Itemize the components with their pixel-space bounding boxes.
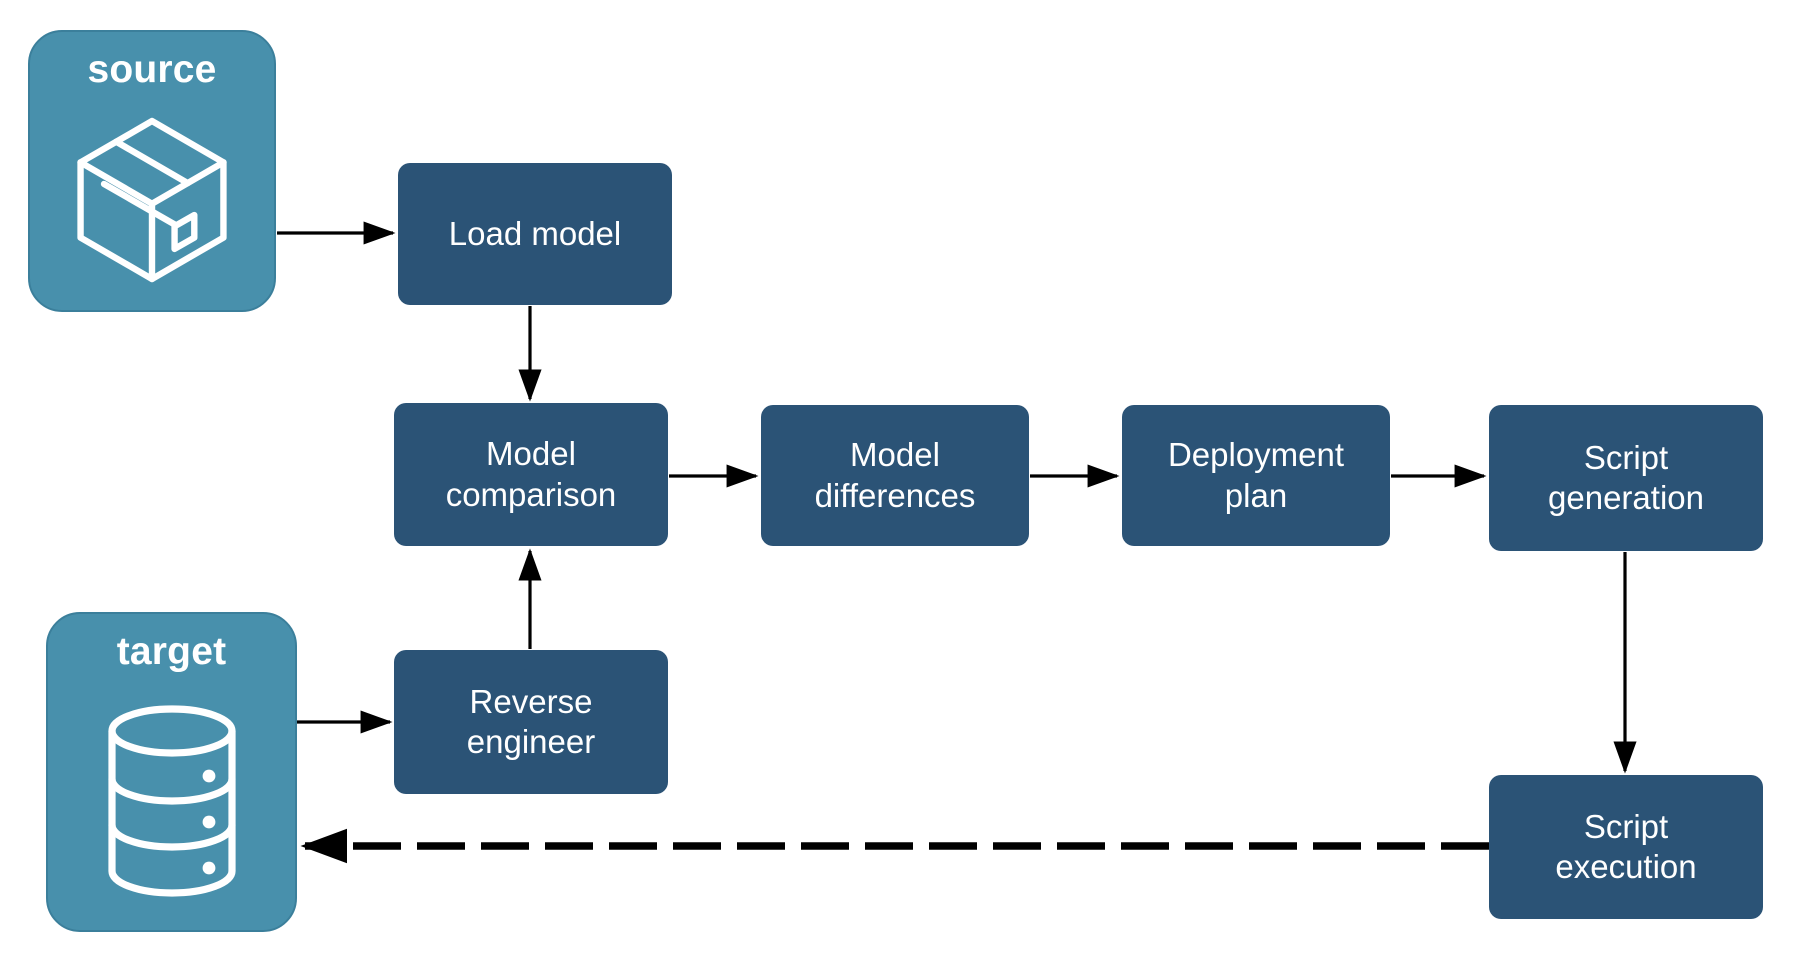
endpoint-node-target[interactable]: target	[46, 612, 297, 932]
process-label-load-model: Load model	[448, 214, 622, 252]
process-box-load-model[interactable]: Load model	[398, 163, 672, 305]
process-box-reverse-engineer[interactable]: Reverse engineer	[394, 650, 668, 794]
process-box-script-execution[interactable]: Script execution	[1489, 775, 1763, 919]
package-box-icon	[30, 89, 274, 310]
process-label-script-generation: Script generation	[1548, 438, 1704, 516]
process-box-model-differences[interactable]: Model differences	[761, 405, 1029, 546]
process-label-reverse-engineer: Reverse engineer	[466, 682, 596, 760]
process-box-model-comparison[interactable]: Model comparison	[394, 403, 668, 546]
process-label-script-execution: Script execution	[1555, 807, 1697, 885]
process-label-model-comparison: Model comparison	[445, 435, 617, 513]
database-cylinder-icon	[48, 671, 295, 930]
process-label-model-differences: Model differences	[814, 436, 976, 514]
process-box-script-generation[interactable]: Script generation	[1489, 405, 1763, 551]
process-label-deployment-plan: Deployment plan	[1167, 436, 1345, 514]
endpoint-node-source[interactable]: source	[28, 30, 276, 312]
source-label: source	[87, 48, 217, 91]
target-label: target	[116, 630, 227, 673]
process-box-deployment-plan[interactable]: Deployment plan	[1122, 405, 1390, 546]
